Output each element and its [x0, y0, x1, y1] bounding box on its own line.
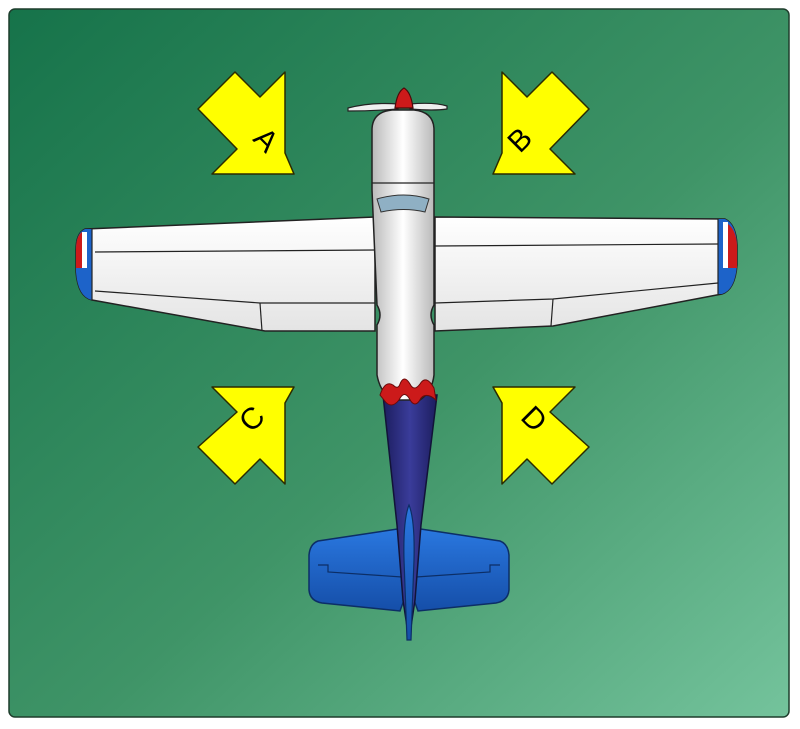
- arrow-a: A: [197, 71, 295, 175]
- canopy: [376, 194, 430, 213]
- arrow-c: C: [197, 386, 295, 485]
- right-wing: [434, 216, 738, 332]
- horizontal-stabilizer: [308, 527, 510, 612]
- arrow-d: D: [492, 386, 590, 485]
- vertical-fin: [403, 503, 415, 641]
- aircraft: [75, 87, 738, 641]
- propeller: [347, 102, 448, 112]
- left-wing: [75, 216, 376, 332]
- fuselage: [371, 109, 435, 401]
- spinner: [394, 87, 414, 109]
- fuselage-red-accent: [379, 378, 437, 406]
- arrow-b: B: [492, 71, 590, 175]
